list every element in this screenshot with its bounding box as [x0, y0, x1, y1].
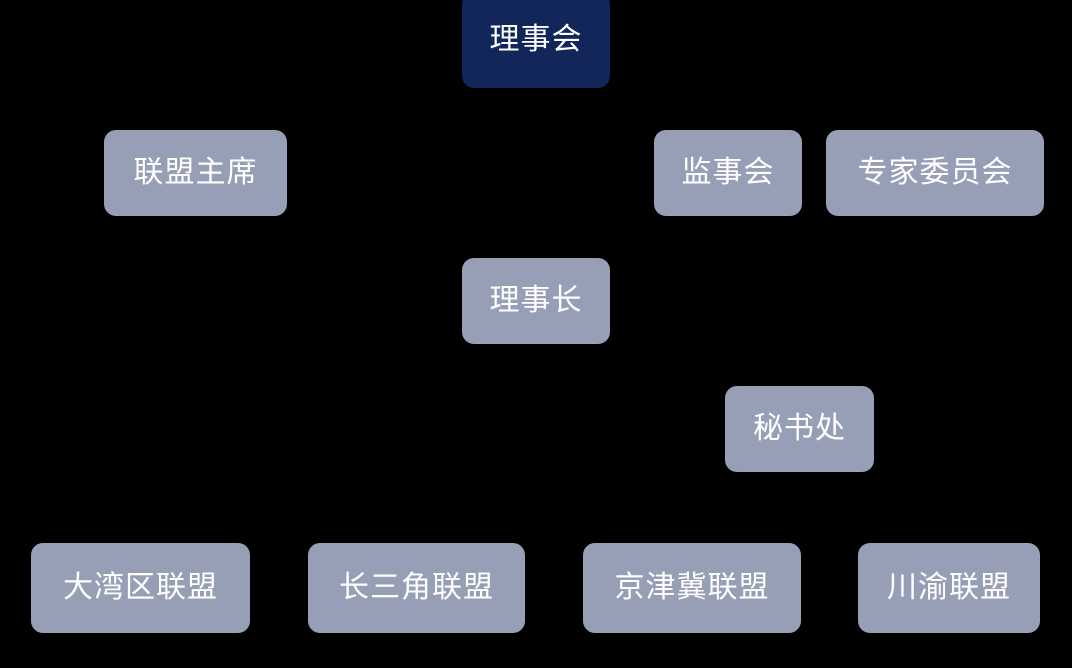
- org-node-label: 理事会: [489, 23, 583, 56]
- org-node-label: 京津冀联盟: [614, 571, 770, 604]
- org-node-expert-committee[interactable]: 专家委员会: [826, 130, 1044, 216]
- org-node-yangtze-delta-alliance[interactable]: 长三角联盟: [308, 543, 525, 633]
- org-node-label: 联盟主席: [133, 156, 258, 189]
- org-node-secretariat[interactable]: 秘书处: [725, 386, 874, 472]
- org-node-alliance-chair[interactable]: 联盟主席: [104, 130, 287, 216]
- org-node-label: 长三角联盟: [339, 571, 494, 604]
- org-node-chairman[interactable]: 理事长: [462, 258, 610, 344]
- org-node-label: 理事长: [489, 284, 583, 317]
- org-node-beijing-tianjin-hebei-alliance[interactable]: 京津冀联盟: [583, 543, 801, 633]
- org-node-board[interactable]: 理事会: [462, 0, 610, 88]
- org-node-label: 川渝联盟: [887, 571, 1011, 604]
- org-node-sichuan-chongqing-alliance[interactable]: 川渝联盟: [858, 543, 1040, 633]
- org-node-label: 监事会: [681, 156, 775, 189]
- org-node-label: 专家委员会: [857, 156, 1013, 189]
- org-node-label: 秘书处: [753, 412, 846, 445]
- org-node-supervisors[interactable]: 监事会: [654, 130, 802, 216]
- org-node-greater-bay-area-alliance[interactable]: 大湾区联盟: [31, 543, 250, 633]
- org-node-label: 大湾区联盟: [63, 571, 218, 604]
